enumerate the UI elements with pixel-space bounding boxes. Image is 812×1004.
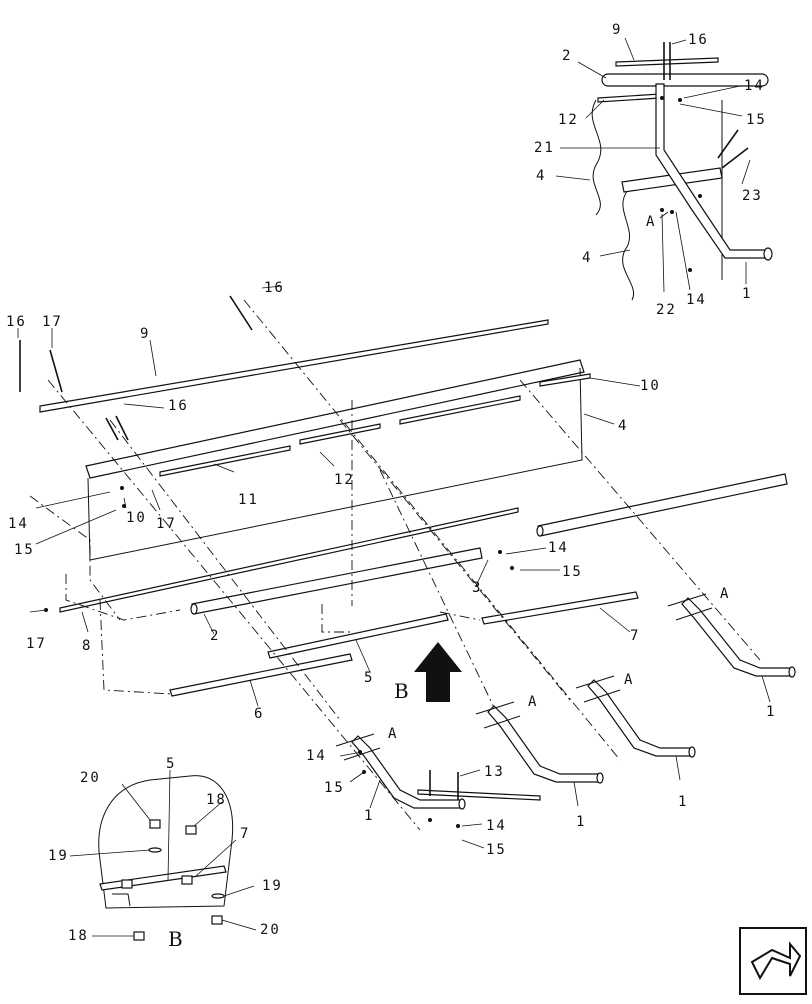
label-9: 9: [140, 326, 150, 342]
label-13: 13: [484, 764, 505, 780]
label-10: 10: [126, 510, 147, 526]
label-5: 5: [166, 756, 176, 772]
label-B: B: [168, 927, 183, 951]
label-16: 16: [264, 280, 285, 296]
label-4: 4: [582, 250, 592, 266]
next-page-arrow-icon[interactable]: [739, 927, 807, 995]
label-17: 17: [26, 636, 47, 652]
label-2: 2: [562, 48, 572, 64]
label-A: A: [624, 672, 634, 688]
label-5: 5: [364, 670, 374, 686]
label-14: 14: [306, 748, 327, 764]
label-19: 19: [48, 848, 69, 864]
label-15: 15: [14, 542, 35, 558]
label-14: 14: [744, 78, 765, 94]
label-2: 2: [210, 628, 220, 644]
label-B: B: [394, 679, 409, 703]
label-12: 12: [558, 112, 579, 128]
label-20: 20: [260, 922, 281, 938]
label-15: 15: [324, 780, 345, 796]
label-A: A: [528, 694, 538, 710]
label-16: 16: [688, 32, 709, 48]
label-14: 14: [486, 818, 507, 834]
label-19: 19: [262, 878, 283, 894]
inset-detail-b: 20 5 18 19 7 19 18 B 20: [48, 756, 283, 951]
label-17: 17: [42, 314, 63, 330]
label-9: 9: [612, 22, 622, 38]
label-14: 14: [686, 292, 707, 308]
label-A: A: [720, 586, 730, 602]
label-10: 10: [640, 378, 661, 394]
label-A: A: [646, 214, 656, 230]
label-15: 15: [562, 564, 583, 580]
label-20: 20: [80, 770, 101, 786]
label-A: A: [388, 726, 398, 742]
label-18: 18: [206, 792, 227, 808]
label-1: 1: [576, 814, 586, 830]
label-14: 14: [548, 540, 569, 556]
label-1: 1: [766, 704, 776, 720]
label-12: 12: [334, 472, 355, 488]
label-18: 18: [68, 928, 89, 944]
main-assembly: 16 16 17 9 16 10 4 11 12 14 10 17 15 14 …: [6, 280, 796, 858]
label-23: 23: [742, 188, 763, 204]
label-15: 15: [746, 112, 767, 128]
label-22: 22: [656, 302, 677, 318]
label-14: 14: [8, 516, 29, 532]
label-4: 4: [536, 168, 546, 184]
label-11: 11: [238, 492, 259, 508]
label-16: 16: [6, 314, 27, 330]
label-1: 1: [678, 794, 688, 810]
direction-arrow: [414, 642, 462, 702]
label-1: 1: [742, 286, 752, 302]
label-21: 21: [534, 140, 555, 156]
label-7: 7: [630, 628, 640, 644]
label-4: 4: [618, 418, 628, 434]
label-1: 1: [364, 808, 374, 824]
label-6: 6: [254, 706, 264, 722]
label-7: 7: [240, 826, 250, 842]
label-16: 16: [168, 398, 189, 414]
inset-top-right: 9 16 2 14 12 15 21 4 23 A 4 22 14 1: [534, 22, 773, 318]
label-15: 15: [486, 842, 507, 858]
label-17: 17: [156, 516, 177, 532]
label-8: 8: [82, 638, 92, 654]
label-3: 3: [472, 580, 482, 596]
